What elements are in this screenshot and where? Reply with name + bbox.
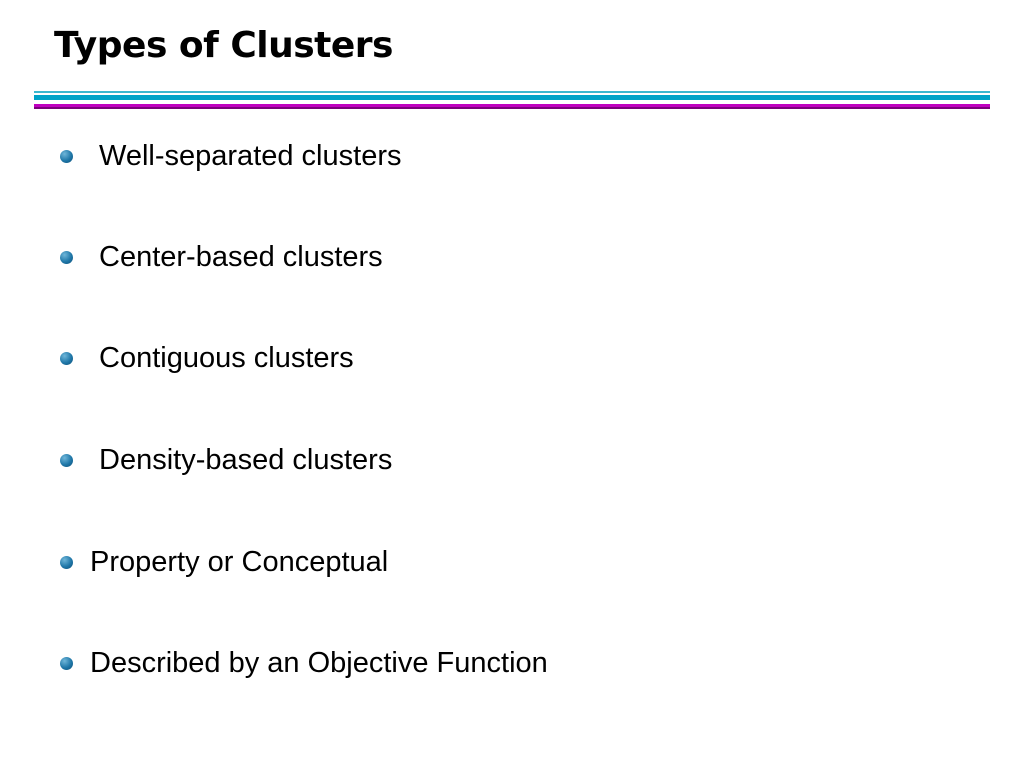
bullet-text: Center-based clusters bbox=[99, 241, 383, 273]
bullet-text: Property or Conceptual bbox=[90, 546, 389, 578]
round-bullet-icon bbox=[60, 150, 73, 163]
bullet-text: Well-separated clusters bbox=[99, 140, 402, 172]
slide-title: Types of Clusters bbox=[54, 25, 393, 66]
round-bullet-icon bbox=[60, 352, 73, 365]
title-rule-cyan bbox=[34, 95, 990, 100]
title-rule-dark-magenta bbox=[34, 107, 990, 109]
bullet-text: Contiguous clusters bbox=[99, 342, 354, 374]
round-bullet-icon bbox=[60, 251, 73, 264]
title-rule-gap bbox=[34, 100, 990, 104]
round-bullet-icon bbox=[60, 454, 73, 467]
bullet-text: Density-based clusters bbox=[99, 444, 393, 476]
title-rule-magenta bbox=[34, 104, 990, 107]
round-bullet-icon bbox=[60, 556, 73, 569]
bullet-text: Described by an Objective Function bbox=[90, 647, 548, 679]
title-rule-cyan-thin bbox=[34, 91, 990, 93]
round-bullet-icon bbox=[60, 657, 73, 670]
